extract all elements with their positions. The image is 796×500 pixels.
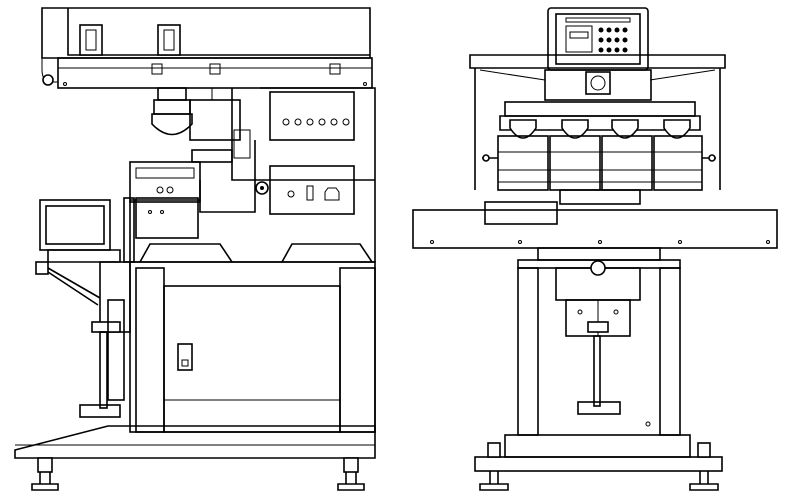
upper-frame	[469, 54, 726, 190]
cross-beam	[57, 57, 373, 89]
stand	[517, 247, 681, 436]
control-buttons	[598, 27, 628, 53]
pads	[509, 119, 691, 139]
foot-left	[487, 442, 501, 458]
ink-cups	[482, 135, 716, 191]
base	[14, 425, 376, 491]
indicator-lights	[282, 118, 350, 126]
power-light	[287, 190, 295, 198]
foot-right	[343, 457, 359, 473]
side-view-machine	[14, 7, 376, 491]
print-head	[41, 7, 371, 86]
indicator-panel	[269, 91, 355, 141]
control-panel	[547, 7, 649, 71]
control-box	[269, 165, 355, 215]
display	[565, 25, 593, 53]
lower-cabinet	[129, 261, 376, 433]
switch	[306, 185, 314, 201]
front-base	[474, 434, 723, 491]
pad-holder	[151, 87, 241, 141]
foot-right	[697, 442, 711, 458]
front-view-machine	[412, 7, 778, 491]
connector	[324, 187, 340, 201]
print-table	[412, 189, 778, 249]
foot-left	[37, 457, 53, 473]
feeder-arm	[35, 199, 131, 418]
